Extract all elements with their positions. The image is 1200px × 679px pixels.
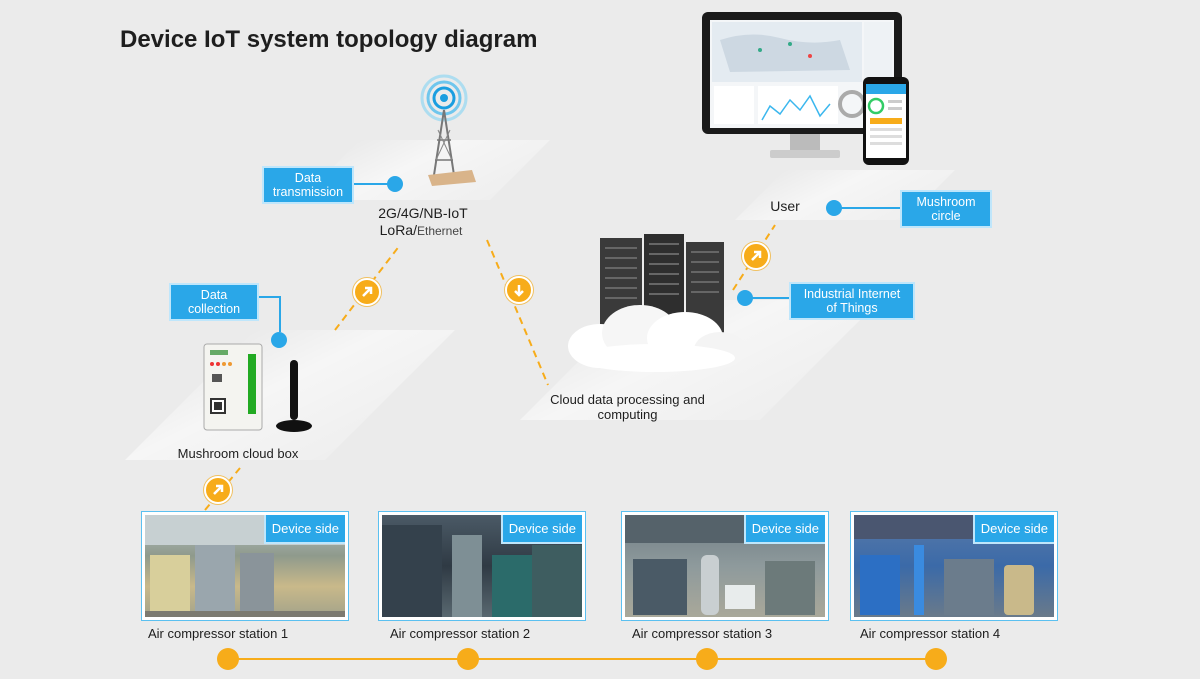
connector-line: [354, 183, 388, 185]
connector-line: [840, 207, 902, 209]
station-photo-2: Device side: [379, 512, 585, 620]
station-node-3: [696, 648, 718, 670]
station-label-4: Air compressor station 4: [860, 626, 1001, 641]
device-side-tag: Device side: [743, 515, 825, 544]
data-collection-tag: Data collection: [169, 283, 259, 321]
arrow-up-right-icon: [353, 278, 381, 306]
cloud-processing-label: Cloud data processing and computing: [550, 392, 705, 422]
connector-dot: [737, 290, 753, 306]
iiot-tag: Industrial Internet of Things: [789, 282, 915, 320]
cloud-box-device-icon: [198, 340, 318, 440]
cloud-server-icon: [560, 228, 750, 378]
station-photo-3: Device side: [622, 512, 828, 620]
device-side-tag: Device side: [972, 515, 1054, 544]
phone-icon: [862, 76, 912, 168]
mushroom-circle-label: Mushroom circle: [916, 195, 976, 223]
station-label-3: Air compressor station 3: [632, 626, 773, 641]
network-lora: LoRa/: [379, 222, 417, 238]
arrow-up-right-icon: [742, 242, 770, 270]
connector-dot: [826, 200, 842, 216]
data-collection-label: Data collection: [187, 288, 241, 316]
arrow-down-icon: [505, 276, 533, 304]
data-transmission-label: Data transmission: [272, 171, 344, 199]
monitor-icon: [700, 10, 910, 170]
cell-tower-icon: [420, 70, 490, 190]
data-transmission-tag: Data transmission: [262, 166, 354, 204]
network-label-2: LoRa/Ethernet: [366, 223, 476, 239]
station-photo-4: Device side: [851, 512, 1057, 620]
connector-line: [259, 296, 279, 298]
iiot-label: Industrial Internet of Things: [803, 287, 901, 315]
network-ethernet: Ethernet: [416, 224, 463, 238]
user-label: User: [770, 198, 800, 214]
station-photo-1: Device side: [142, 512, 348, 620]
station-node-1: [217, 648, 239, 670]
station-label-2: Air compressor station 2: [390, 626, 531, 641]
connector-line: [279, 296, 281, 332]
station-node-2: [457, 648, 479, 670]
connector-line: [752, 297, 792, 299]
cloud-box-label: Mushroom cloud box: [177, 446, 299, 461]
station-node-4: [925, 648, 947, 670]
arrow-up-right-icon: [204, 476, 232, 504]
device-side-tag: Device side: [263, 515, 345, 544]
network-label-1: 2G/4G/NB-IoT: [378, 205, 468, 221]
page-title: Device IoT system topology diagram: [120, 26, 538, 53]
station-label-1: Air compressor station 1: [148, 626, 289, 641]
mushroom-circle-tag: Mushroom circle: [900, 190, 992, 228]
device-side-tag: Device side: [500, 515, 582, 544]
connector-dot: [271, 332, 287, 348]
connector-dot: [387, 176, 403, 192]
